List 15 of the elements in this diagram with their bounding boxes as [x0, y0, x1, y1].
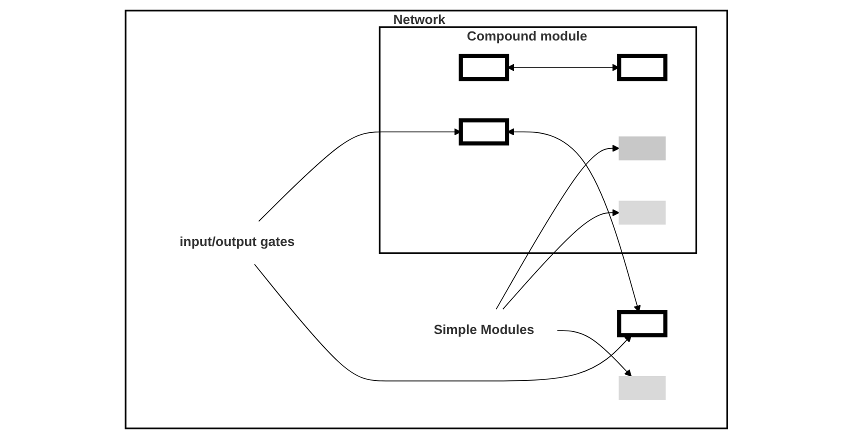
cluster: Compound module — [378, 26, 698, 254]
node-text: input/output gates — [180, 235, 295, 250]
arrow — [507, 128, 641, 312]
node-box — [617, 310, 668, 338]
node-box — [618, 376, 666, 400]
node-text: Simple Modules — [434, 323, 534, 338]
node-box — [458, 54, 510, 82]
node-box — [458, 118, 510, 146]
node-box — [618, 136, 666, 160]
arrow — [254, 264, 632, 382]
node-box — [617, 54, 668, 82]
arrow — [556, 330, 632, 377]
arrow — [502, 209, 620, 310]
arrow — [496, 144, 620, 310]
node-box — [618, 200, 666, 225]
